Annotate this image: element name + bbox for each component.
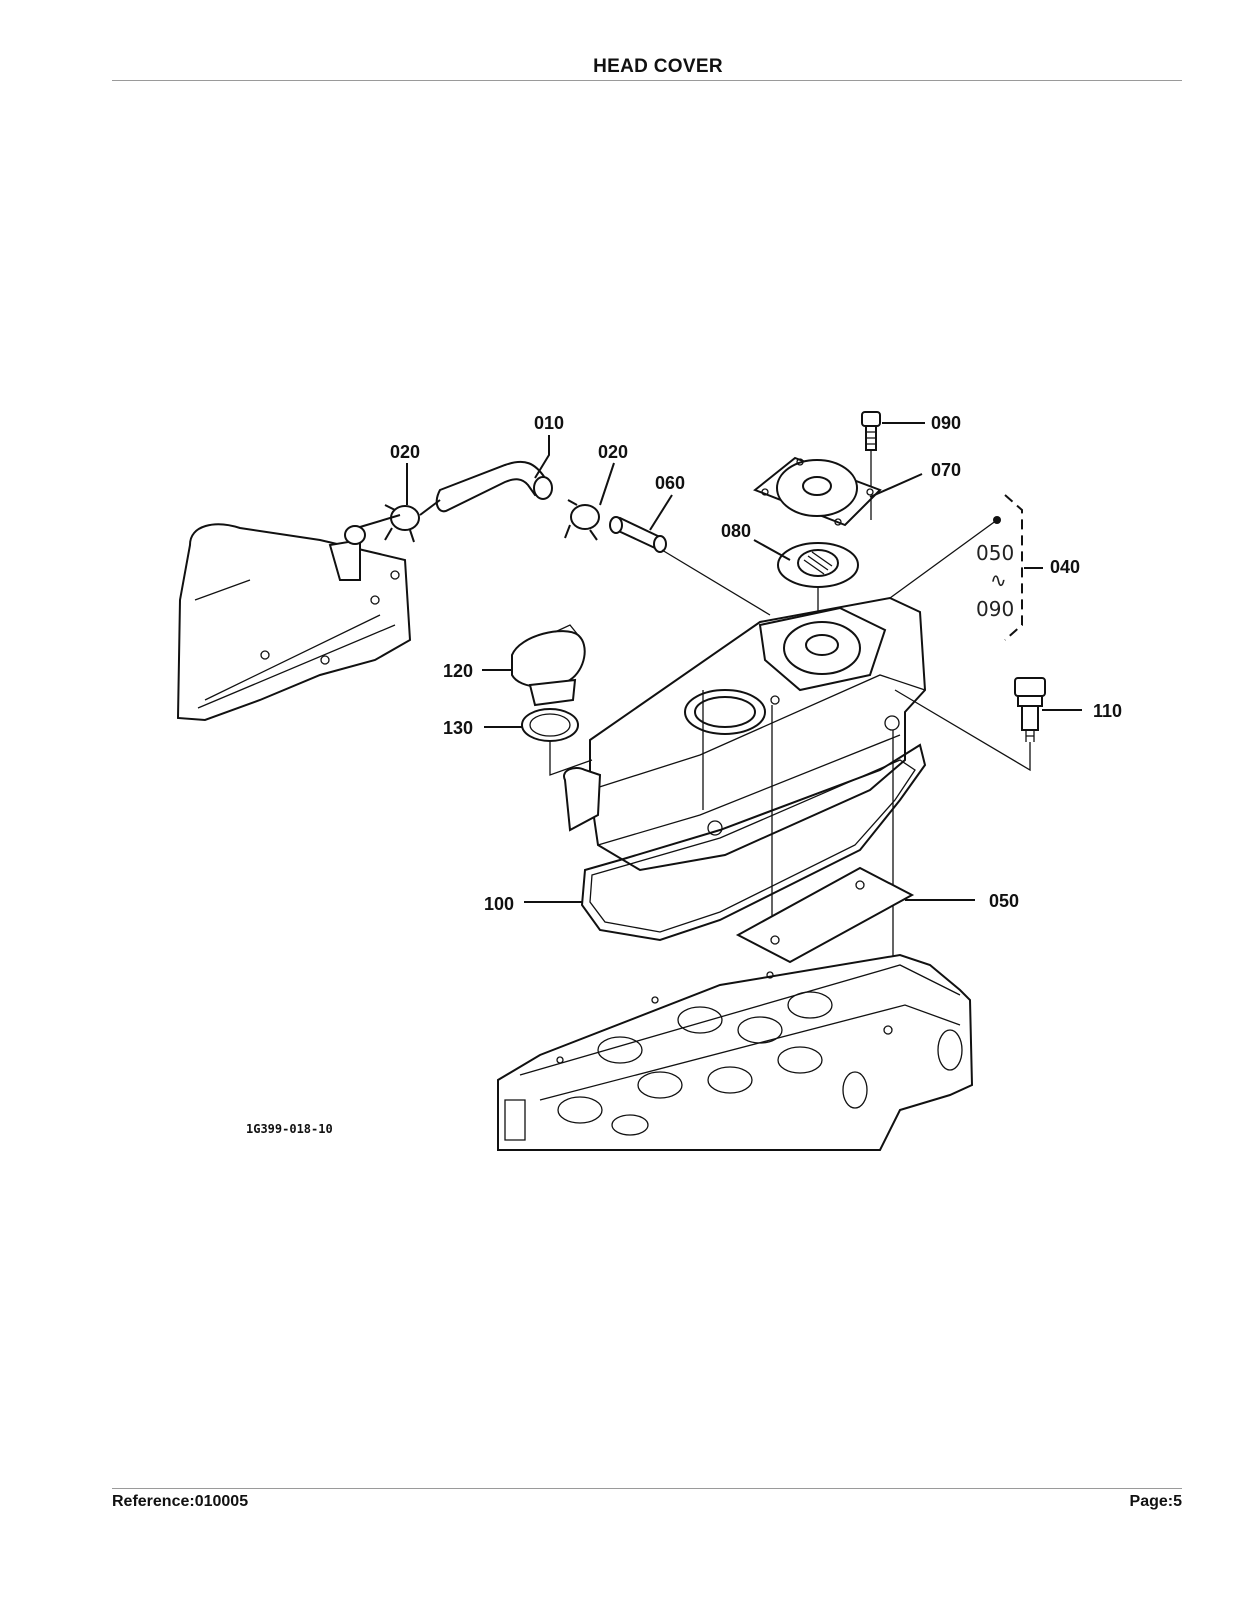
bracket-range-start: 050 <box>976 541 1014 565</box>
callout-040: 040 <box>1050 557 1080 577</box>
breather-pipe <box>609 516 771 616</box>
o-ring <box>521 708 593 776</box>
head-cover-gasket <box>580 743 927 942</box>
hose-clamp-right <box>564 499 600 541</box>
page-title: HEAD COVER <box>593 56 723 77</box>
page-number: Page:5 <box>1129 1493 1182 1510</box>
callout-120: 120 <box>443 661 473 681</box>
callout-080: 080 <box>721 521 751 541</box>
bracket-range-end: 090 <box>976 597 1014 621</box>
callout-020-left: 020 <box>390 442 420 462</box>
cylinder-head <box>497 953 974 1151</box>
callout-090: 090 <box>931 413 961 433</box>
callout-050: 050 <box>989 891 1019 911</box>
header-divider <box>112 80 1182 81</box>
reference-label: Reference:010005 <box>112 1493 249 1510</box>
callout-020-right: 020 <box>598 442 628 462</box>
screw-090 <box>861 411 881 520</box>
callout-130: 130 <box>443 718 473 738</box>
footer-divider <box>112 1488 1182 1489</box>
breather-housing <box>176 523 412 722</box>
hose-clamp-left <box>359 504 420 543</box>
callout-060: 060 <box>655 473 685 493</box>
oil-filler-cap <box>511 624 586 707</box>
breather-hose <box>419 460 553 516</box>
bolt-110 <box>894 677 1046 772</box>
callout-070: 070 <box>931 460 961 480</box>
leader-lines <box>406 422 1082 903</box>
cover-plate-070 <box>753 456 882 527</box>
bracket-range-tilde: ∿ <box>990 568 1007 592</box>
seal-plate-050 <box>735 866 915 964</box>
callout-100: 100 <box>484 894 514 914</box>
callout-110: 110 <box>1093 701 1122 721</box>
bracket-040 <box>889 494 1023 641</box>
callout-010: 010 <box>534 413 564 433</box>
drawing-reference-number: 1G399-018-10 <box>246 1122 333 1136</box>
diaphragm-080 <box>777 542 859 640</box>
